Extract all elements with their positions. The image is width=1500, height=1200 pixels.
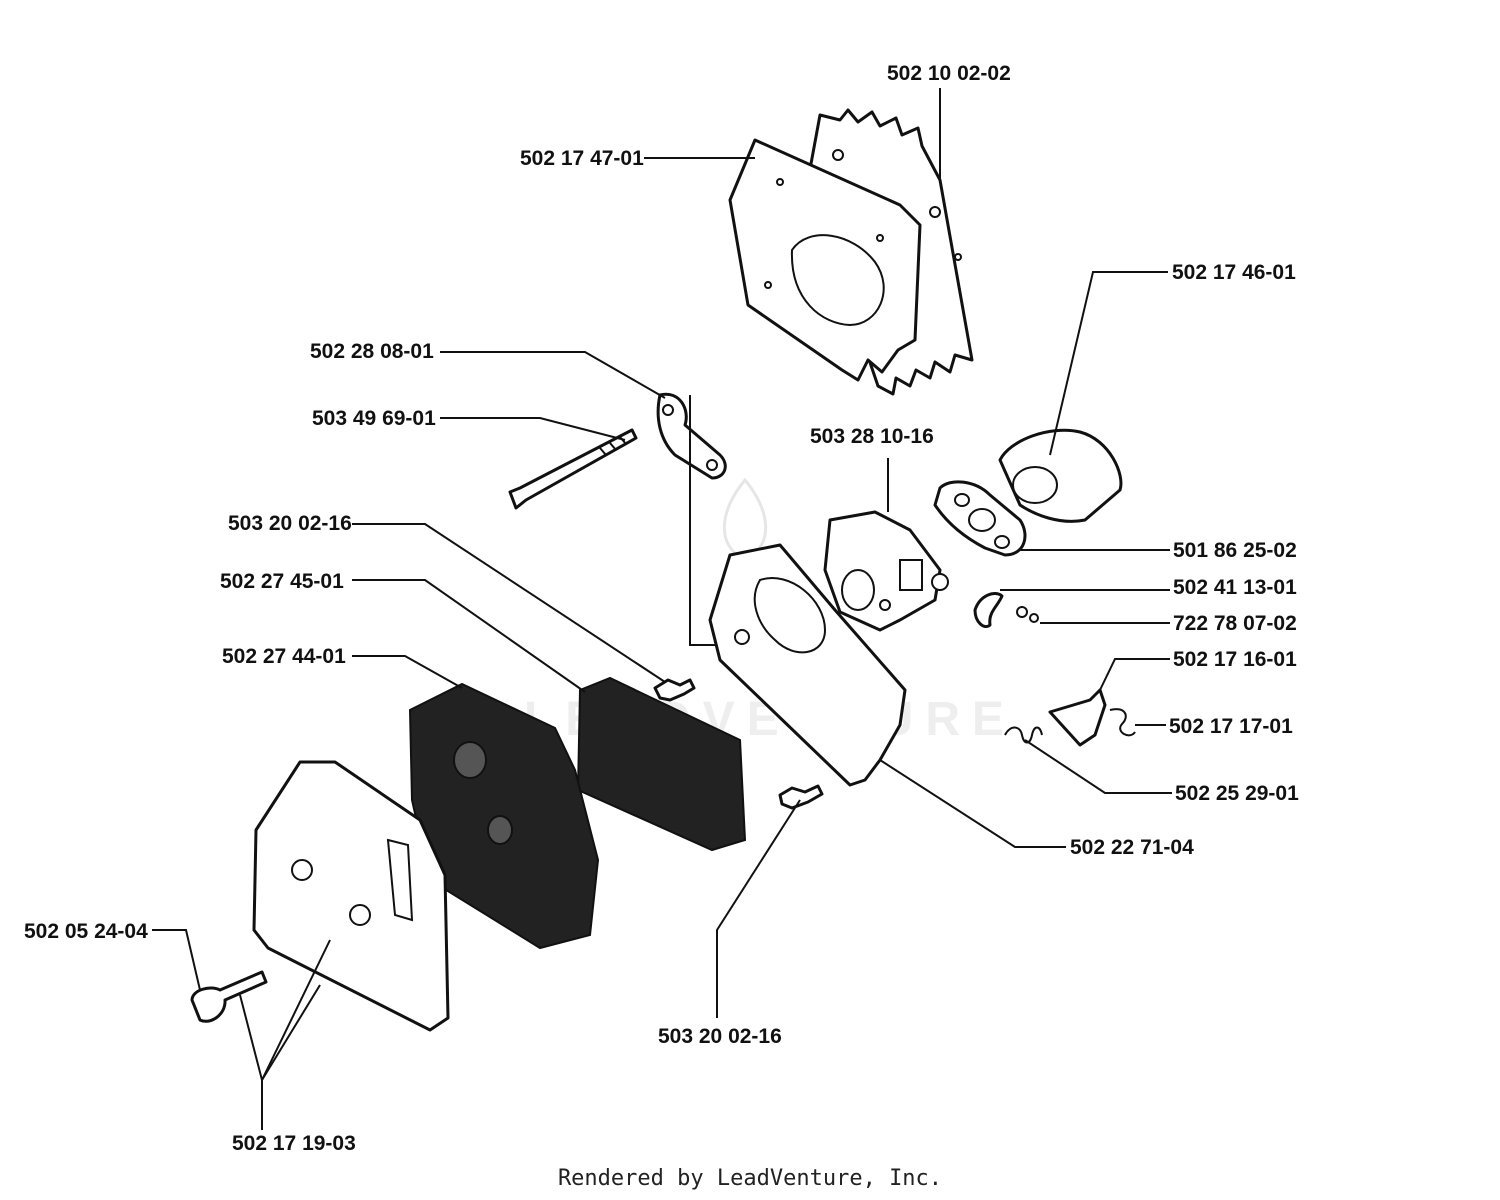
throttle-link xyxy=(973,592,1039,628)
label-502-17-19-03: 502 17 19-03 xyxy=(232,1132,356,1155)
label-502-41-13-01: 502 41 13-01 xyxy=(1173,576,1297,599)
label-722-78-07-02: 722 78 07-02 xyxy=(1173,612,1297,635)
air-filter-cover xyxy=(252,760,450,1032)
label-503-28-10-16: 503 28 10-16 xyxy=(810,425,934,448)
carburetor xyxy=(823,510,949,632)
label-503-20-02-16-upper: 503 20 02-16 xyxy=(228,512,352,535)
cylinder-gasket-front xyxy=(728,138,922,382)
label-503-49-69-01: 503 49 69-01 xyxy=(312,407,436,430)
label-502-17-46-01: 502 17 46-01 xyxy=(1172,261,1296,284)
leader-lines xyxy=(152,88,1172,1130)
label-502-22-71-04: 502 22 71-04 xyxy=(1070,836,1194,859)
label-502-27-45-01: 502 27 45-01 xyxy=(220,570,344,593)
screw-lower xyxy=(778,784,824,810)
long-screw xyxy=(508,428,638,510)
label-502-05-24-04: 502 05 24-04 xyxy=(24,920,148,943)
knob-screw xyxy=(190,970,268,1023)
label-502-10-02-02: 502 10 02-02 xyxy=(887,62,1011,85)
label-502-17-47-01: 502 17 47-01 xyxy=(520,147,644,170)
label-502-17-17-01: 502 17 17-01 xyxy=(1169,715,1293,738)
insulator-gasket xyxy=(933,480,1027,557)
render-credit: Rendered by LeadVenture, Inc. xyxy=(557,1166,943,1191)
intake-boot xyxy=(998,428,1123,523)
filter-housing xyxy=(708,543,907,787)
label-502-17-16-01: 502 17 16-01 xyxy=(1173,648,1297,671)
screw-upper xyxy=(653,678,696,702)
label-501-86-25-02: 501 86 25-02 xyxy=(1173,539,1297,562)
label-502-25-29-01: 502 25 29-01 xyxy=(1175,782,1299,805)
label-503-20-02-16-lower: 503 20 02-16 xyxy=(658,1025,782,1048)
label-502-28-08-01: 502 28 08-01 xyxy=(310,340,434,363)
bracket xyxy=(656,392,727,480)
choke-lever xyxy=(1048,688,1136,747)
label-502-27-44-01: 502 27 44-01 xyxy=(222,645,346,668)
